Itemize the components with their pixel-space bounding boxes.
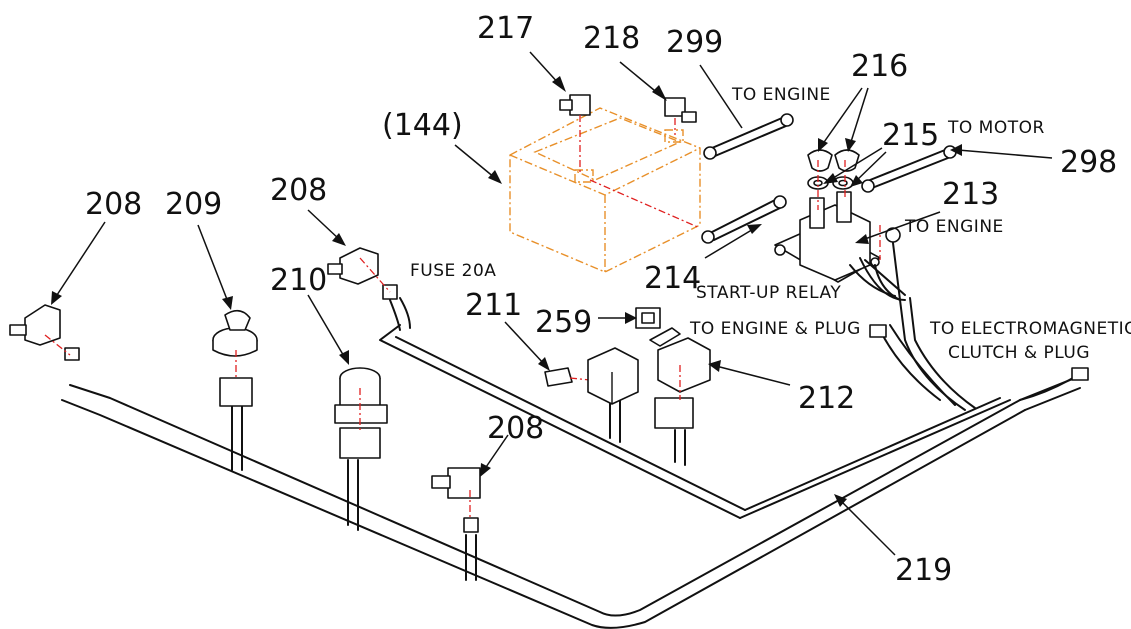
- callout-215: 215: [882, 118, 939, 153]
- clutch-plug-connector: [1071, 367, 1089, 381]
- callout-217: 217: [477, 11, 534, 46]
- interlock-switch-208-lower: [431, 467, 481, 533]
- label-fuse: FUSE 20A: [410, 261, 496, 281]
- fuse-holder: [587, 347, 639, 405]
- fuse-211: [544, 367, 591, 387]
- callout-numbers: 217 218 299 216 215 298 213 (144) 208 20…: [85, 11, 1117, 588]
- cable-298: [861, 145, 957, 193]
- label-to-engine-top: TO ENGINE: [731, 85, 831, 105]
- clip-259: [635, 307, 661, 329]
- callout-259: 259: [535, 305, 592, 340]
- callout-214: 214: [644, 261, 701, 296]
- callout-211: 211: [465, 288, 522, 323]
- interlock-switch-208-upper: [327, 247, 398, 300]
- cable-299: [703, 113, 794, 160]
- callout-213: 213: [942, 177, 999, 212]
- label-to-motor: TO MOTOR: [947, 118, 1045, 138]
- label-to-engine-right: TO ENGINE: [904, 217, 1004, 237]
- label-to-electromagnetic: TO ELECTROMAGNETIC: [929, 319, 1131, 339]
- terminal-cap-217: [559, 94, 591, 116]
- battery: [509, 107, 701, 273]
- ignition-key-switch-209: [212, 309, 258, 407]
- label-to-engine-plug: TO ENGINE & PLUG: [689, 319, 861, 339]
- interlock-switch-208-left: [9, 304, 80, 361]
- callout-212: 212: [798, 381, 855, 416]
- leader-arrows: [51, 51, 1053, 556]
- callout-219: 219: [895, 553, 952, 588]
- callout-298: 298: [1060, 145, 1117, 180]
- switch-210: [334, 367, 388, 459]
- nuts-216: [807, 149, 860, 172]
- callout-208-lower: 208: [487, 411, 544, 446]
- callout-208-left: 208: [85, 187, 142, 222]
- callout-208-upper: 208: [270, 173, 327, 208]
- callout-216: 216: [851, 49, 908, 84]
- cable-214: [701, 195, 787, 244]
- callout-299: 299: [666, 25, 723, 60]
- terminal-cap-218: [664, 97, 697, 123]
- startup-relay: [774, 191, 901, 301]
- text-labels: TO ENGINE TO MOTOR TO ENGINE FUSE 20A ST…: [410, 85, 1131, 363]
- callout-144: (144): [382, 108, 463, 143]
- label-startup-relay: START-UP RELAY: [696, 283, 841, 303]
- callout-209: 209: [165, 187, 222, 222]
- label-clutch-plug: CLUTCH & PLUG: [948, 343, 1090, 363]
- engine-plug-connector: [869, 324, 887, 338]
- callout-218: 218: [583, 21, 640, 56]
- callout-210: 210: [270, 263, 327, 298]
- relay-212: [649, 327, 711, 429]
